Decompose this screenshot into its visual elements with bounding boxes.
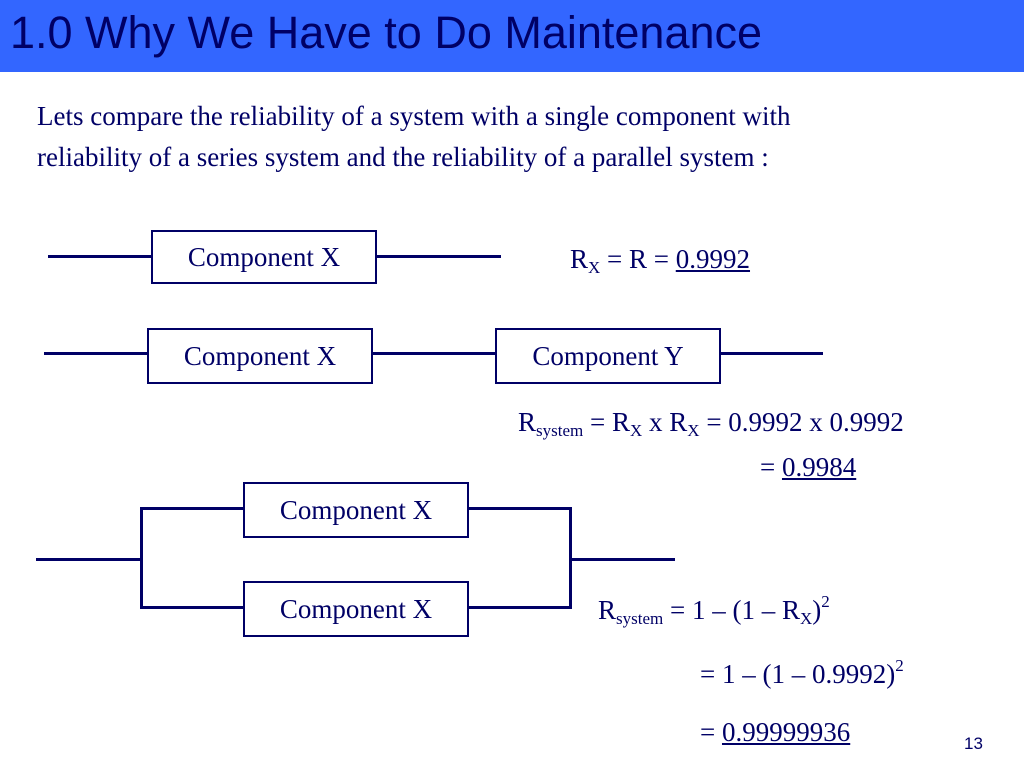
parallel-top-right-wire: [469, 507, 572, 510]
single-component-x-box: Component X: [151, 230, 377, 284]
series-result: 0.9984: [781, 452, 857, 482]
parallel-top-component-x-box: Component X: [243, 482, 469, 538]
series-equation-1: Rsystem = RX x RX = 0.9992 x 0.9992: [518, 407, 904, 440]
parallel-bottom-right-wire: [469, 606, 572, 609]
title-bar: [0, 0, 1024, 72]
series-wire-right: [721, 352, 823, 355]
parallel-bottom-component-x-label: Component X: [279, 594, 433, 624]
series-wire-middle: [373, 352, 496, 355]
parallel-wire-out: [569, 558, 675, 561]
parallel-bottom-left-wire: [140, 606, 244, 609]
intro-line-1: Lets compare the reliability of a system…: [37, 101, 791, 131]
series-component-x-label: Component X: [183, 341, 337, 371]
parallel-equation-1: Rsystem = 1 – (1 – RX)2: [598, 592, 830, 628]
single-result: 0.9992: [675, 244, 751, 274]
single-component-x-label: Component X: [187, 242, 341, 272]
intro-text: Lets compare the reliability of a system…: [37, 96, 1017, 178]
series-component-y-box: Component Y: [495, 328, 721, 384]
parallel-top-component-x-label: Component X: [279, 495, 433, 525]
parallel-equation-2: = 1 – (1 – 0.9992)2: [700, 656, 904, 689]
series-wire-left: [44, 352, 148, 355]
slide-title: 1.0 Why We Have to Do Maintenance: [10, 7, 763, 58]
parallel-top-left-wire: [140, 507, 244, 510]
parallel-bottom-component-x-box: Component X: [243, 581, 469, 637]
single-wire-right: [377, 255, 501, 258]
series-component-y-label: Component Y: [532, 341, 684, 371]
page-number: 13: [964, 734, 983, 753]
single-wire-left: [48, 255, 152, 258]
single-equation: RX = R = 0.9992: [570, 244, 751, 277]
parallel-result: 0.99999936: [721, 717, 851, 747]
parallel-equation-3: = 0.99999936: [700, 717, 851, 747]
intro-line-2: reliability of a series system and the r…: [37, 142, 769, 172]
parallel-left-vertical: [140, 507, 143, 609]
parallel-wire-in: [36, 558, 142, 561]
series-equation-2: = 0.9984: [760, 452, 857, 482]
series-component-x-box: Component X: [147, 328, 373, 384]
